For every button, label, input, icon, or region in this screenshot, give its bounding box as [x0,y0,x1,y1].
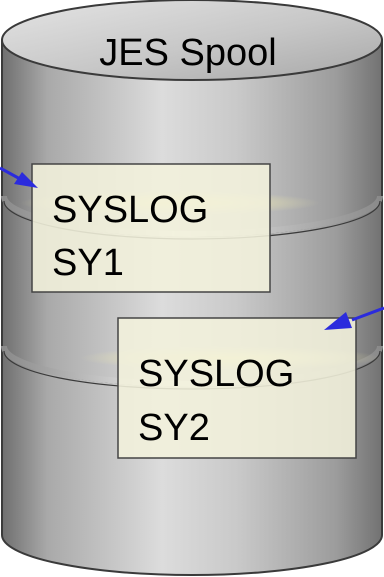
syslog-sy1-box: SYSLOG SY1 [31,163,271,293]
syslog-sy2-line1: SYSLOG [138,353,294,395]
syslog-sy2-box: SYSLOG SY2 [117,317,357,459]
arrow-into-sy1 [0,166,38,188]
syslog-sy2-line2: SY2 [138,407,210,449]
syslog-sy1-line1: SYSLOG [52,189,208,231]
diagram-title: JES Spool [99,32,276,74]
syslog-sy1-line2: SY1 [52,242,124,284]
arrow-into-sy2 [324,306,384,330]
